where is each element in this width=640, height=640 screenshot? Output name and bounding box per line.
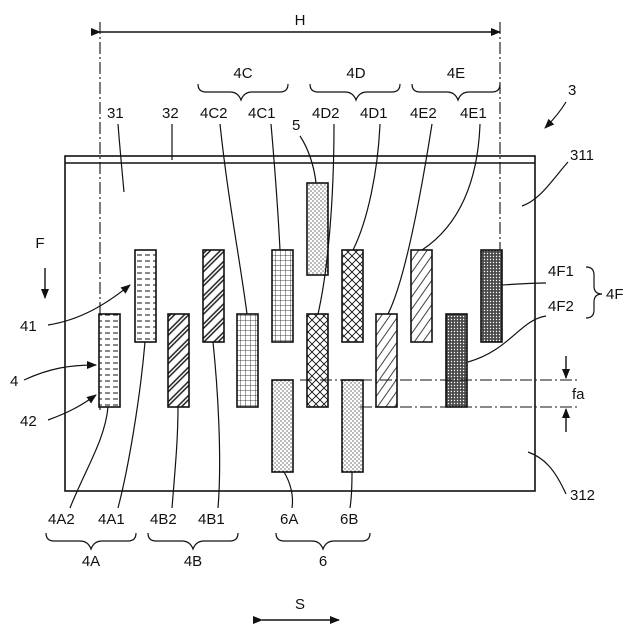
element-4D2	[307, 314, 328, 407]
label-4A: 4A	[82, 553, 100, 570]
dimension-h-label: H	[295, 12, 306, 29]
label-4A1: 4A1	[98, 511, 125, 528]
element-4E2	[376, 314, 397, 407]
label-4D2: 4D2	[312, 105, 340, 122]
label-4: 4	[10, 373, 18, 390]
element-6B	[342, 380, 363, 472]
element-5	[307, 183, 328, 275]
label-4E1: 4E1	[460, 105, 487, 122]
label-4F2: 4F2	[548, 298, 574, 315]
label-6A: 6A	[280, 511, 298, 528]
label-32: 32	[162, 105, 179, 122]
element-4A2	[99, 314, 120, 407]
label-4F1: 4F1	[548, 263, 574, 280]
label-4D1: 4D1	[360, 105, 388, 122]
element-6A	[272, 380, 293, 472]
scan-s-label: S	[295, 596, 305, 613]
label-4D: 4D	[346, 65, 365, 82]
element-4E1	[411, 250, 432, 342]
label-3: 3	[568, 82, 576, 99]
label-4E2: 4E2	[410, 105, 437, 122]
label-4F: 4F	[606, 286, 624, 303]
label-4B1: 4B1	[198, 511, 225, 528]
flow-f-label: F	[35, 235, 44, 252]
label-4E: 4E	[447, 65, 465, 82]
label-41: 41	[20, 318, 37, 335]
label-4C1: 4C1	[248, 105, 276, 122]
label-4C: 4C	[233, 65, 252, 82]
element-4B2	[168, 314, 189, 407]
element-4A1	[135, 250, 156, 342]
element-4B1	[203, 250, 224, 342]
element-4F1	[481, 250, 502, 342]
label-311: 311	[570, 147, 594, 164]
label-4C2: 4C2	[200, 105, 228, 122]
label-42: 42	[20, 413, 37, 430]
label-5: 5	[292, 117, 300, 134]
label-6: 6	[319, 553, 327, 570]
label-4B2: 4B2	[150, 511, 177, 528]
offset-fa-label: fa	[572, 386, 585, 403]
label-312: 312	[570, 487, 595, 504]
element-4D1	[342, 250, 363, 342]
label-4A2: 4A2	[48, 511, 75, 528]
element-4C2	[237, 314, 258, 407]
label-4B: 4B	[184, 553, 202, 570]
element-4F2	[446, 314, 467, 407]
label-6B: 6B	[340, 511, 358, 528]
label-31: 31	[107, 105, 124, 122]
element-4C1	[272, 250, 293, 342]
